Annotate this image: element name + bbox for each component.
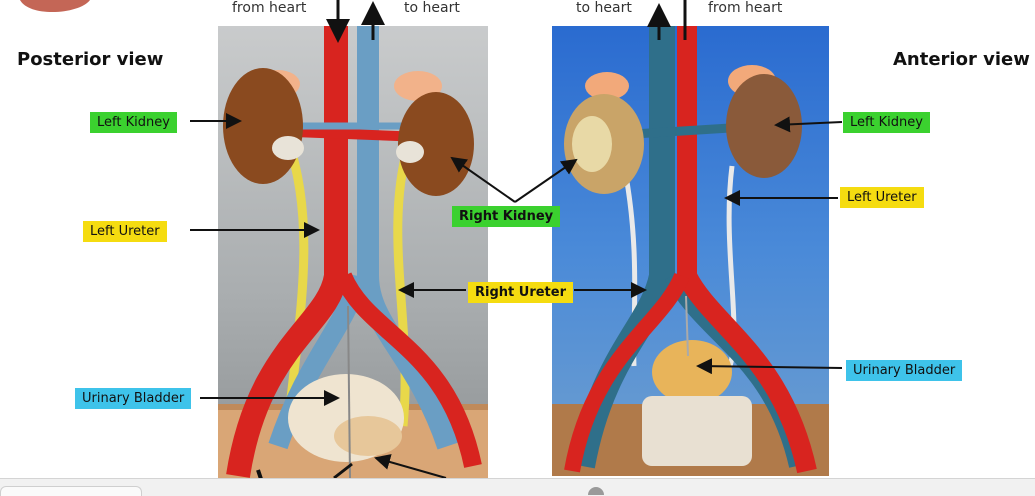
posterior-view-title: Posterior view [17,49,164,70]
bottom-tab[interactable] [0,486,142,496]
anterior-from-heart-label: from heart [708,0,783,16]
right-ureter-tag: Right Ureter [468,282,573,303]
left-ureter-tag-posterior: Left Ureter [83,221,167,242]
posterior-model-photo [218,26,488,478]
posterior-to-heart-label: to heart [404,0,460,16]
anterior-model-photo [552,26,829,476]
urinary-bladder-tag-anterior: Urinary Bladder [846,360,963,381]
urinary-bladder-tag-posterior: Urinary Bladder [75,388,192,409]
right-kidney-tag: Right Kidney [452,206,561,227]
posterior-from-heart-label: from heart [232,0,307,16]
anterior-view-title: Anterior view [893,49,1030,70]
left-kidney-tag-anterior: Left Kidney [843,112,930,133]
anterior-to-heart-label: to heart [576,0,632,16]
partial-icon [588,487,604,495]
bottom-window-bar [0,478,1035,496]
cropped-image-fragment [20,0,90,13]
left-kidney-tag-posterior: Left Kidney [90,112,177,133]
left-ureter-tag-anterior: Left Ureter [840,187,924,208]
